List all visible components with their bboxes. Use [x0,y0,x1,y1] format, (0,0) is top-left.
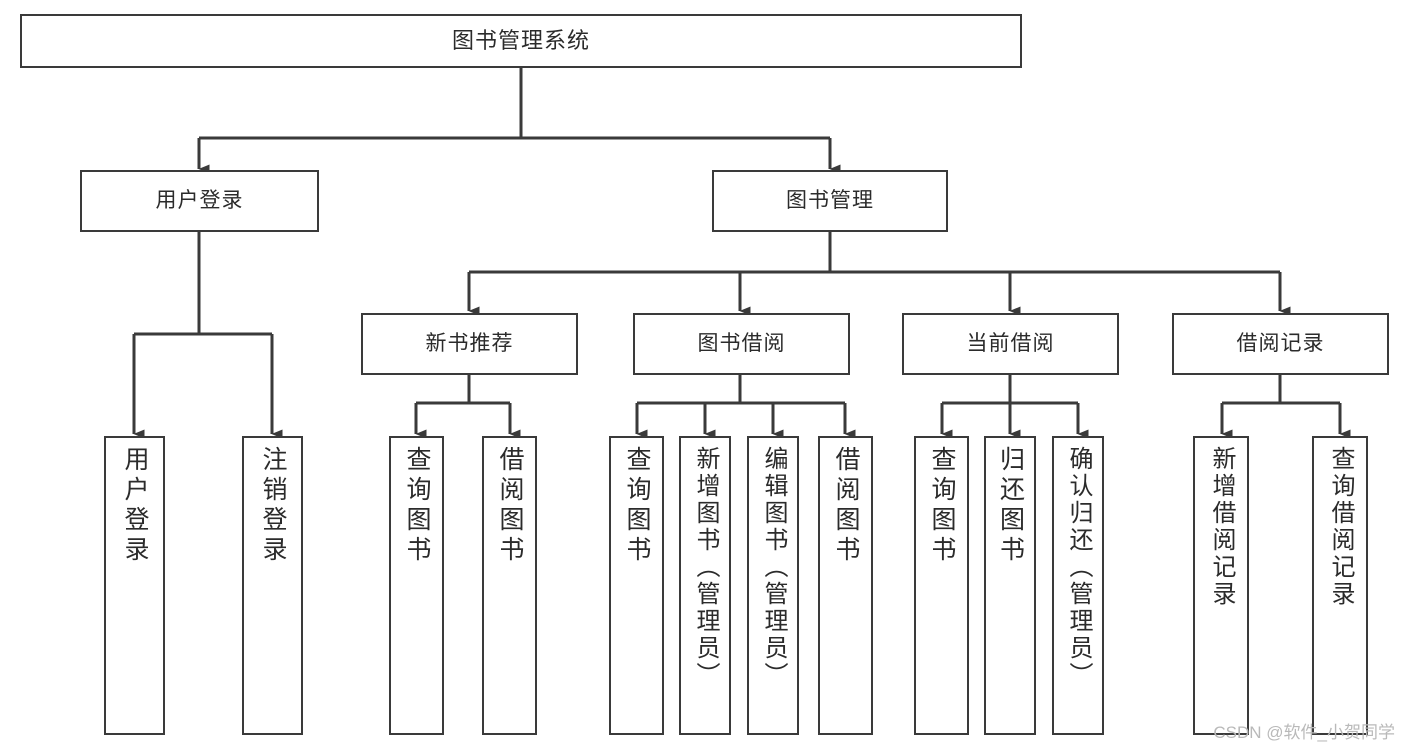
node-label: 借阅图书 [832,446,860,566]
node-new-book-recommend[interactable]: 新书推荐 [361,313,578,375]
leaf-logout-login[interactable]: 注销登录 [242,436,303,735]
node-label: 注销登录 [259,446,287,566]
leaf-add-book-admin[interactable]: 新增图书（管理员） [679,436,731,735]
node-label: 图书管理 [786,189,874,213]
node-label: 借阅图书 [496,446,524,566]
node-label: 图书借阅 [697,332,786,356]
leaf-query-book-current[interactable]: 查询图书 [914,436,969,735]
leaf-add-borrow-record[interactable]: 新增借阅记录 [1193,436,1249,735]
leaf-user-login[interactable]: 用户登录 [104,436,165,735]
node-book-management[interactable]: 图书管理 [712,170,948,232]
node-label: 新书推荐 [425,332,514,356]
leaf-confirm-return-admin[interactable]: 确认归还（管理员） [1052,436,1104,735]
node-user-login[interactable]: 用户登录 [80,170,319,232]
node-label: 确认归还（管理员） [1065,446,1092,689]
node-label: 当前借阅 [966,332,1055,356]
node-label: 编辑图书（管理员） [760,446,787,689]
node-label: 查询借阅记录 [1327,446,1354,608]
leaf-borrow-book-recommend[interactable]: 借阅图书 [482,436,537,735]
node-book-borrow[interactable]: 图书借阅 [633,313,850,375]
node-label: 查询图书 [623,446,651,566]
node-current-borrow[interactable]: 当前借阅 [902,313,1119,375]
leaf-edit-book-admin[interactable]: 编辑图书（管理员） [747,436,799,735]
node-label: 新增借阅记录 [1208,446,1235,608]
leaf-query-borrow-record[interactable]: 查询借阅记录 [1312,436,1368,735]
node-label: 查询图书 [403,446,431,566]
leaf-query-book-recommend[interactable]: 查询图书 [389,436,444,735]
node-label: 用户登录 [121,446,149,566]
node-root-system[interactable]: 图书管理系统 [20,14,1022,68]
leaf-borrow-book-borrow[interactable]: 借阅图书 [818,436,873,735]
node-label: 归还图书 [996,446,1025,566]
node-label: 借阅记录 [1236,332,1325,356]
node-label: 图书管理系统 [451,27,590,53]
leaf-query-book-borrow[interactable]: 查询图书 [609,436,664,735]
node-label: 新增图书（管理员） [692,446,719,689]
node-label: 查询图书 [928,446,956,566]
node-borrow-record[interactable]: 借阅记录 [1172,313,1389,375]
node-label: 用户登录 [155,189,244,213]
leaf-return-book[interactable]: 归还图书 [984,436,1036,735]
